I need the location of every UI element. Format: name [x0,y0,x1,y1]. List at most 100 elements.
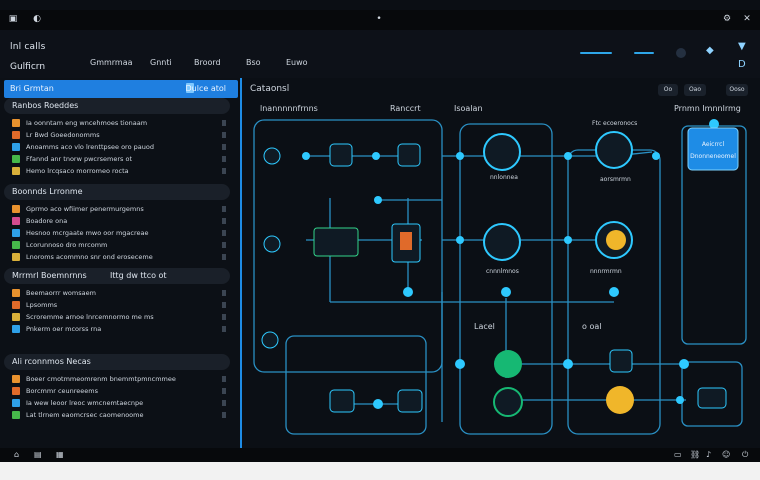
sidebar-section-label: Ali rconnmos Necas [12,357,91,366]
close-icon[interactable]: ✕ [743,14,751,24]
sidebar-item[interactable]: Lcorunnoso dro mrcomm [12,240,226,250]
sidebar-item[interactable]: Ia wew leoor lreoc wmcnemtaecnpe [12,398,226,408]
sidebar-item[interactable]: Hesnoo mcrgaate mwo oor mgacreae [12,228,226,238]
column-label-4: Prnmn Imnnlrmg [674,104,741,113]
sidebar-item[interactable]: Boeer cmotmmeomrenm bnemmtpmncmmee [12,374,226,384]
item-handle-icon[interactable] [222,120,226,126]
item-handle-icon[interactable] [222,156,226,162]
item-icon [12,155,20,163]
focus-card[interactable] [687,127,739,171]
window-icon[interactable]: ▣ [8,14,18,24]
section-title: Gulficrn [10,62,46,72]
nodes-mid[interactable] [313,223,421,263]
mic-icon[interactable]: ♪ [706,450,712,459]
sidebar-item[interactable]: Gprmo aco wfiimer penermurgemns [12,204,226,214]
item-icon [12,241,20,249]
column-label-1: lnannnnnfrnns [260,104,318,113]
item-handle-icon[interactable] [222,302,226,308]
sidebar-section-2[interactable]: Boonnds Lrronme [4,184,230,200]
dock-icon[interactable]: D [738,59,746,70]
sidebar-item[interactable]: Boadore ona [12,216,226,226]
status-dot [676,48,686,58]
item-handle-icon[interactable] [222,388,226,394]
settings-icon[interactable]: ⚙ [722,14,732,24]
system-bar: ▣ ◐ • ⚙ ✕ [0,10,760,30]
sidebar-item[interactable]: Scroremme arnoe lnrcemnormo me ms [12,312,226,322]
page-margin [0,462,760,480]
sidebar-item[interactable]: Anoamms aco vlo lrenttpsee oro pauod [12,142,226,152]
item-icon [12,119,20,127]
sidebar-item[interactable]: Pnkerm oer mcorss rna [12,324,226,334]
sidebar-item[interactable]: Beemaorrr womsaem [12,288,226,298]
shield-icon[interactable]: ◆ [706,45,714,56]
sidebar-item-label: Lr Bwd Goeedonomms [26,131,100,139]
item-handle-icon[interactable] [222,218,226,224]
filter-icon[interactable]: ▼ [738,41,746,52]
sidebar-item[interactable]: Lr Bwd Goeedonomms [12,130,226,140]
menu-item-5[interactable]: Euwo [286,58,308,67]
user-icon[interactable]: ☺ [722,450,731,459]
tab-2[interactable]: Oao [684,84,706,96]
home-icon[interactable]: ⌂ [14,450,20,459]
item-handle-icon[interactable] [222,230,226,236]
item-handle-icon[interactable] [222,376,226,382]
menu-item-1[interactable]: Gmmrmaa [90,58,133,67]
item-handle-icon[interactable] [222,412,226,418]
back-icon[interactable]: ◐ [33,14,41,24]
sidebar-item[interactable]: Ffannd anr tnorw pwcrsemers ot [12,154,226,164]
item-icon [12,411,20,419]
sidebar-item-label: Boadore ona [26,217,68,225]
link-icon[interactable]: ⛓ [690,450,701,459]
tab-1[interactable]: Oo [658,84,678,96]
tab-3[interactable]: Ooso [726,84,748,96]
item-handle-icon[interactable] [222,206,226,212]
item-handle-icon[interactable] [222,242,226,248]
sidebar-item-label: Lcorunnoso dro mrcomm [26,241,108,249]
nodes-bottom[interactable] [329,349,727,417]
item-icon [12,399,20,407]
item-handle-icon[interactable] [222,254,226,260]
menu-item-2[interactable]: Gnnti [150,58,172,67]
app-header: lnl calls Gulficrn Gmmrmaa Gnnti Broord … [0,30,760,79]
grid-icon[interactable]: ▦ [56,450,64,459]
sidebar-item-label: Ia wew leoor lreoc wmcnemtaecnpe [26,399,144,407]
item-handle-icon[interactable] [222,290,226,296]
sidebar-item-label: Pnkerm oer mcorss rna [26,325,102,333]
item-handle-icon[interactable] [222,132,226,138]
item-handle-icon[interactable] [222,144,226,150]
menu-item-4[interactable]: Bso [246,58,261,67]
group-frame-mid [459,123,553,435]
item-handle-icon[interactable] [222,326,226,332]
item-handle-icon[interactable] [222,400,226,406]
sidebar-item-label: Ffannd anr tnorw pwcrsemers ot [26,155,133,163]
item-icon [12,217,20,225]
sidebar-section-1[interactable]: Ranbos Roeddes [4,98,230,114]
sidebar-section-right: Ittg dw ttco ot [110,271,167,280]
item-handle-icon[interactable] [222,314,226,320]
sidebar-item[interactable]: Lat tlrnem eaomcrsec caomenoome [12,410,226,420]
canvas-title: Cataonsl [250,84,290,94]
node-caption-3: cnnnlmnos [486,268,519,275]
sidebar-item[interactable]: Borcmmr ceunreeems [12,386,226,396]
monitor-icon[interactable]: ▭ [674,450,682,459]
nodes-top[interactable] [261,131,633,349]
doc-icon [186,83,194,93]
sidebar-item-label: Gprmo aco wfiimer penermurgemns [26,205,144,213]
menu-item-3[interactable]: Broord [194,58,221,67]
brand-title: lnl calls [10,42,46,52]
sidebar-item[interactable]: Hemo lrcqsaco morromeo rocta [12,166,226,176]
sidebar-header[interactable]: Bri Grmtan Dulce atol [4,80,238,98]
item-handle-icon[interactable] [222,168,226,174]
sidebar-item[interactable]: Ia oonntam eng wncehmoes tionaam [12,118,226,128]
mid-label-1: Lacel [474,322,495,331]
item-icon [12,253,20,261]
file-icon[interactable]: ▤ [34,450,42,459]
sidebar-item[interactable]: Lnoroms acommno snr ond eroseceme [12,252,226,262]
sidebar-item[interactable]: Lpsomms [12,300,226,310]
focus-card-subtitle: Dnonneneomel [690,153,736,160]
power-icon[interactable]: ⏻ [742,450,749,459]
sidebar-section-4[interactable]: Ali rconnmos Necas [4,354,230,370]
group-frame-bottom [285,335,427,435]
